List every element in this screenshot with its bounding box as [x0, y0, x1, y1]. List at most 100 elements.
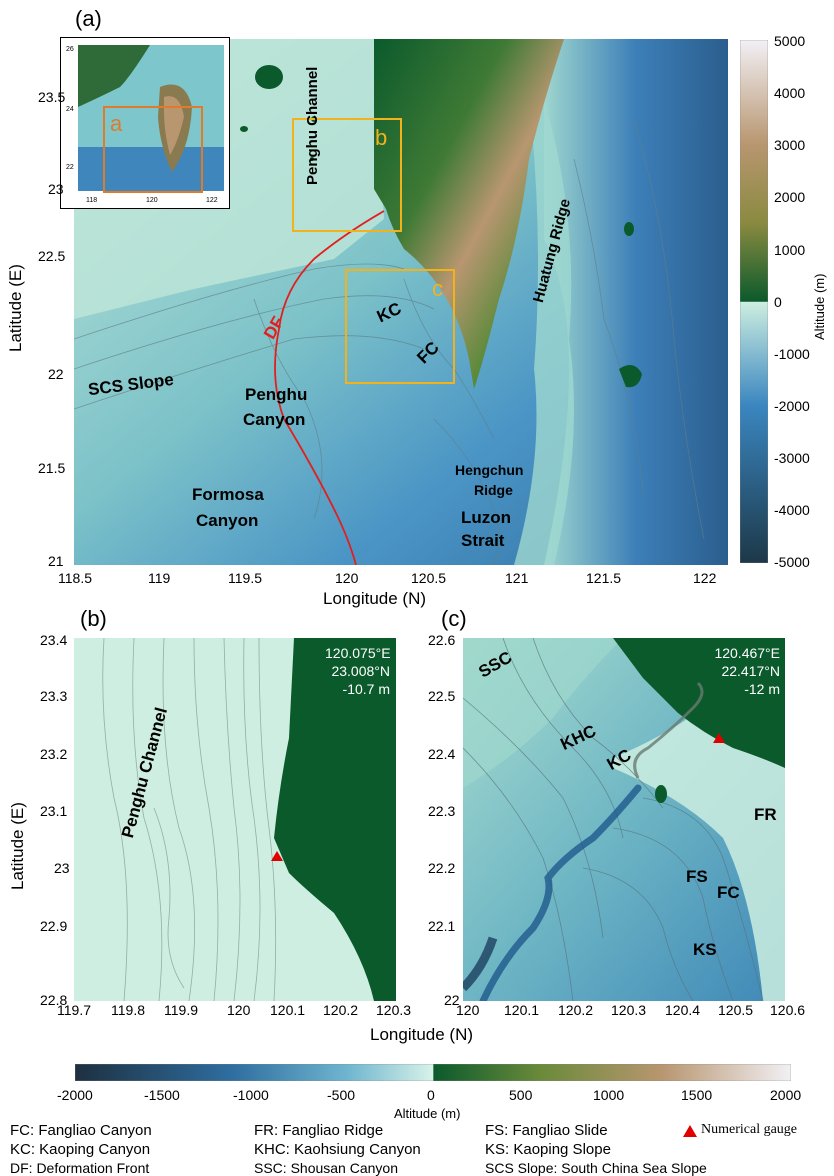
xtick-c: 120.5 — [718, 1002, 754, 1018]
gauge-marker-c — [713, 733, 725, 743]
colorbar-a-tick: 5000 — [774, 33, 806, 49]
label-fs: FS — [686, 867, 708, 886]
panel-a-letter: (a) — [75, 6, 102, 31]
colorbar-a-tick: 4000 — [774, 85, 806, 101]
colorbar-bottom — [75, 1064, 791, 1081]
legend-gauge-icon — [683, 1125, 697, 1137]
ytick-b: 23.3 — [40, 688, 68, 704]
ytick-c: 22.2 — [428, 860, 456, 876]
xtick-b: 120.1 — [270, 1002, 306, 1018]
label-formosa-canyon: Canyon — [196, 511, 259, 530]
ytick-a: 21.5 — [38, 460, 66, 476]
colorbar-a — [740, 40, 768, 563]
xtick-a: 120.5 — [411, 570, 447, 586]
legend-fs: FS: Fangliao Slide — [485, 1122, 608, 1139]
colorbar-a-tick: 0 — [774, 294, 782, 310]
xtick-a: 119.5 — [228, 570, 262, 586]
colorbar-a-tick: -3000 — [774, 450, 810, 466]
ytick-a: 22.5 — [38, 248, 66, 264]
box-b-label: b — [375, 125, 388, 150]
colorbar-bottom-tick: 1000 — [593, 1087, 625, 1103]
label-fc-c: FC — [717, 883, 740, 902]
ytick-a: 23.5 — [38, 89, 66, 105]
xtick-b: 119.9 — [164, 1002, 198, 1018]
inset-xtick: 122 — [206, 197, 218, 204]
ytick-a: 23 — [48, 181, 64, 197]
label-fr: FR — [754, 805, 777, 824]
ytick-c: 22.3 — [428, 803, 456, 819]
ytick-c: 22.6 — [428, 632, 456, 648]
colorbar-bottom-label: Altitude (m) — [394, 1106, 461, 1121]
colorbar-a-tick: 1000 — [774, 242, 806, 258]
gauge-b-lon: 120.075°E — [325, 645, 391, 661]
ytick-b: 23 — [54, 860, 70, 876]
xtick-b: 119.8 — [111, 1002, 145, 1018]
colorbar-a-label: Altitude (m) — [812, 273, 827, 340]
xtick-b: 120 — [227, 1002, 251, 1018]
label-penghu-canyon: Canyon — [243, 410, 306, 429]
panel-b-letter: (b) — [80, 606, 107, 631]
gauge-c-lon: 120.467°E — [714, 645, 780, 661]
colorbar-bottom-tick: -500 — [327, 1087, 356, 1103]
label-hengchun-ridge: Ridge — [474, 482, 513, 498]
xtick-a: 119 — [148, 570, 171, 586]
xtick-a: 122 — [693, 570, 717, 586]
colorbar-a-tick: 3000 — [774, 137, 806, 153]
colorbar-bottom-tick: 1500 — [681, 1087, 713, 1103]
xlabel-bottom: Longitude (N) — [370, 1025, 474, 1044]
label-luzon-strait: Luzon — [461, 508, 512, 527]
ylabel-a: Latitude (E) — [6, 264, 25, 352]
label-luzon-strait: Strait — [461, 531, 505, 550]
gauge-c-depth: -12 m — [744, 681, 780, 697]
label-penghu-channel-a: Penghu Channel — [304, 66, 321, 185]
inset-xtick: 120 — [146, 197, 158, 204]
inset-ytick: 22 — [66, 164, 74, 171]
ytick-b: 23.1 — [40, 803, 68, 819]
ytick-c: 22 — [444, 992, 460, 1008]
ytick-c: 22.4 — [428, 746, 456, 762]
box-c-label: c — [432, 276, 443, 301]
ytick-a: 22 — [48, 366, 64, 382]
gauge-marker-b — [271, 851, 283, 861]
inset-xtick: 118 — [86, 197, 97, 204]
colorbar-bottom-tick: 500 — [509, 1087, 533, 1103]
colorbar-a-tick: -2000 — [774, 398, 810, 414]
inset-box-label: a — [110, 111, 123, 136]
colorbar-a-tick: 2000 — [774, 189, 806, 205]
colorbar-bottom-tick: -1500 — [144, 1087, 180, 1103]
colorbar-a-tick: -4000 — [774, 502, 810, 518]
panel-c-map — [463, 638, 785, 1001]
legend-ks: KS: Kaoping Slope — [485, 1141, 611, 1158]
xtick-a: 120 — [335, 570, 359, 586]
label-ks: KS — [693, 940, 717, 959]
colorbar-a-tick: -5000 — [774, 554, 810, 570]
inset-ytick: 26 — [66, 46, 74, 53]
legend-fc: FC: Fangliao Canyon — [10, 1122, 152, 1139]
legend-khc: KHC: Kaohsiung Canyon — [254, 1141, 421, 1158]
label-hengchun-ridge: Hengchun — [455, 462, 524, 478]
colorbar-bottom-tick: 0 — [427, 1087, 435, 1103]
xtick-c: 120 — [456, 1002, 480, 1018]
ytick-a: 21 — [48, 553, 64, 569]
colorbar-bottom-tick: -2000 — [57, 1087, 93, 1103]
xtick-c: 120.1 — [504, 1002, 540, 1018]
ytick-b: 23.4 — [40, 632, 68, 648]
legend-df: DF: Deformation Front — [10, 1160, 150, 1176]
xtick-b: 120.3 — [376, 1002, 412, 1018]
ytick-b: 23.2 — [40, 746, 68, 762]
legend-kc: KC: Kaoping Canyon — [10, 1141, 151, 1158]
inset-ytick: 24 — [66, 106, 74, 113]
ylabel-b: Latitude (E) — [8, 802, 27, 890]
colorbar-bottom-tick: -1000 — [233, 1087, 269, 1103]
xtick-b: 119.7 — [57, 1002, 91, 1018]
ytick-b: 22.8 — [40, 992, 68, 1008]
xtick-c: 120.6 — [770, 1002, 806, 1018]
label-formosa-canyon: Formosa — [192, 485, 264, 504]
legend-gauge: Numerical gauge — [701, 1122, 798, 1137]
gauge-b-depth: -10.7 m — [342, 681, 390, 697]
xtick-b: 120.2 — [323, 1002, 359, 1018]
label-penghu-canyon: Penghu — [245, 385, 308, 404]
xtick-a: 121 — [505, 570, 529, 586]
xtick-c: 120.3 — [611, 1002, 647, 1018]
xtick-c: 120.2 — [558, 1002, 594, 1018]
